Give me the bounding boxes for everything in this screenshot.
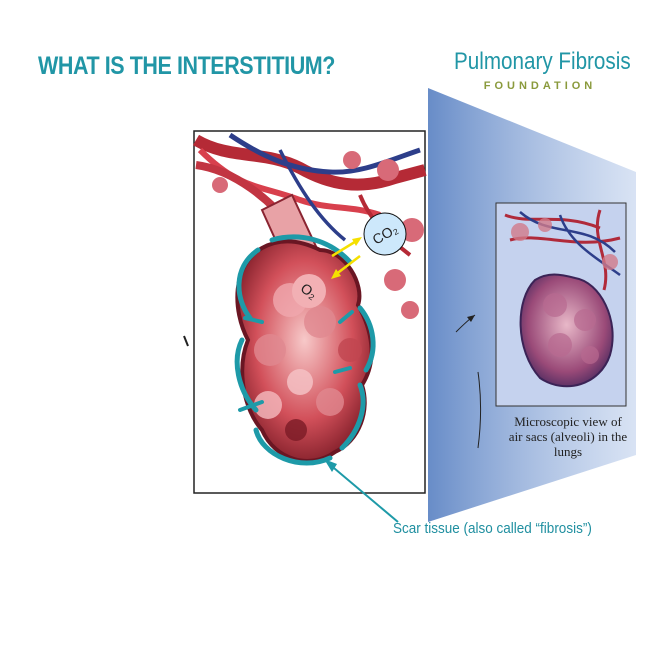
- caption-line-1: Microscopic view of: [514, 414, 622, 429]
- scar-tissue-label: Scar tissue (also called “fibrosis”): [393, 520, 592, 537]
- o2-bubble: O₂: [292, 274, 326, 308]
- pointer-arrow: [455, 314, 482, 449]
- foundation-logo: Pulmonary Fibrosis FOUNDATION: [440, 48, 640, 92]
- tick-mark: [183, 335, 189, 347]
- o2-label: O₂: [298, 280, 321, 302]
- page-title: WHAT IS THE INTERSTITIUM?: [38, 52, 335, 80]
- scar-pointer-line: [324, 459, 399, 523]
- co2-bubble: CO₂: [363, 212, 407, 256]
- microscopic-view-image: [495, 202, 627, 407]
- alveolus-illustration: [192, 130, 427, 494]
- exchange-arrows: [331, 237, 362, 279]
- logo-name: Pulmonary Fibrosis: [454, 48, 631, 75]
- caption-line-2: air sacs (alveoli) in the lungs: [508, 429, 628, 459]
- logo-subtitle: FOUNDATION: [483, 80, 597, 92]
- microscopic-view-caption: Microscopic view of air sacs (alveoli) i…: [494, 414, 642, 459]
